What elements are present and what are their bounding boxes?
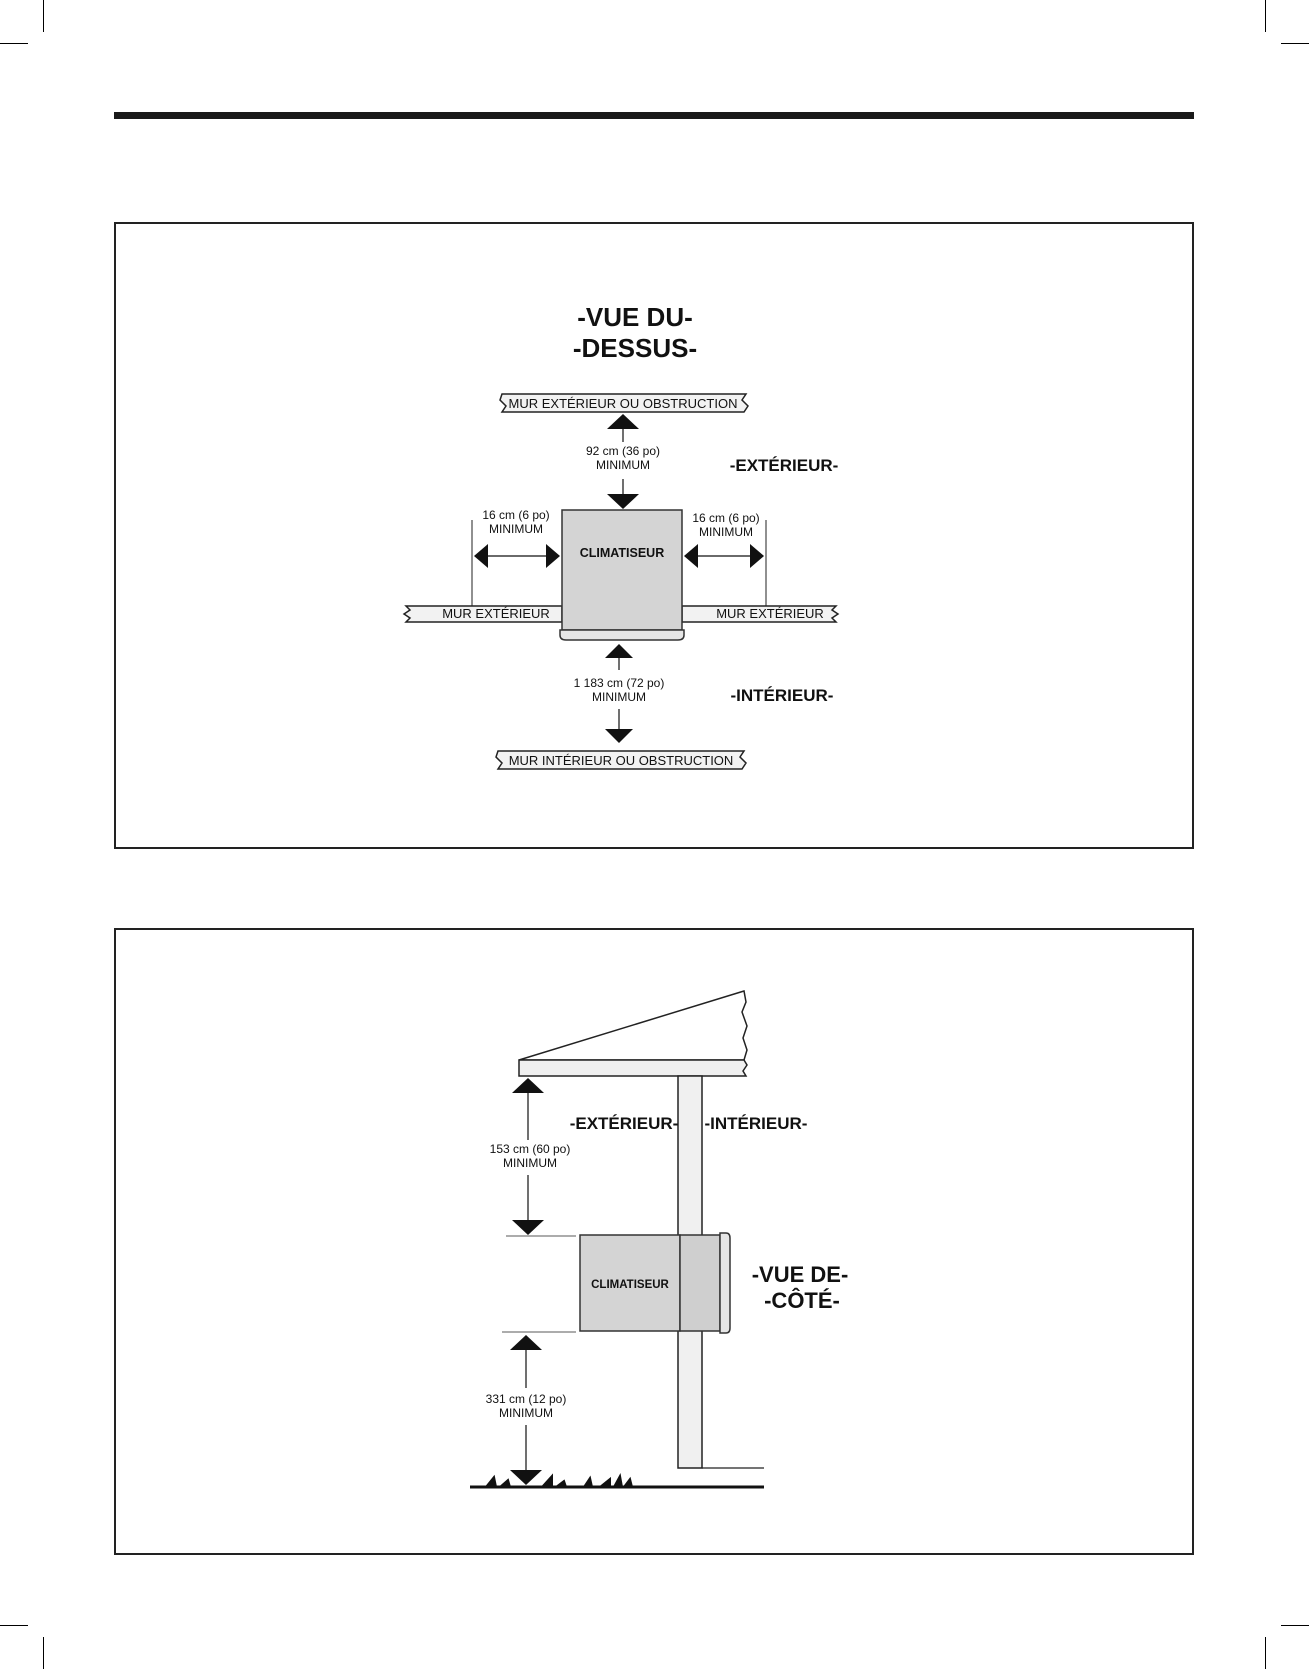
- below-clearance-dimension: 331 cm (12 po) MINIMUM: [486, 1331, 576, 1485]
- top-unit-label: CLIMATISEUR: [580, 546, 665, 560]
- bottom-clearance-dimension: 1 183 cm (72 po) MINIMUM: [574, 644, 665, 743]
- top-view-title-line2: -DESSUS-: [573, 333, 697, 363]
- right-wall-label: MUR EXTÉRIEUR: [716, 606, 824, 621]
- left-clearance-note: MINIMUM: [489, 522, 543, 536]
- top-clearance-note: MINIMUM: [596, 458, 650, 472]
- header-rule: [114, 112, 1194, 119]
- bottom-wall: MUR INTÉRIEUR OU OBSTRUCTION: [495, 750, 747, 770]
- side-view-title-line1: -VUE DE-: [752, 1262, 849, 1287]
- left-wall-label: MUR EXTÉRIEUR: [442, 606, 550, 621]
- below-clearance-value: 331 cm (12 po): [486, 1392, 567, 1406]
- crop-mark: [43, 1637, 44, 1669]
- side-unit-label: CLIMATISEUR: [591, 1279, 669, 1291]
- side-exterior-label: -EXTÉRIEUR-: [570, 1114, 679, 1133]
- right-wall: MUR EXTÉRIEUR: [681, 605, 840, 623]
- left-clearance-dimension: 16 cm (6 po) MINIMUM: [471, 508, 560, 606]
- crop-mark: [1281, 43, 1309, 44]
- top-view-diagram: -VUE DU- -DESSUS- MUR EXTÉRIEUR OU OBSTR…: [402, 302, 840, 770]
- right-clearance-dimension: 16 cm (6 po) MINIMUM: [684, 511, 767, 606]
- above-clearance-dimension: 153 cm (60 po) MINIMUM: [490, 1078, 576, 1237]
- side-view-title-line2: -CÔTÉ-: [764, 1288, 840, 1313]
- side-view-diagram: -EXTÉRIEUR- -INTÉRIEUR- 153 cm (60 po) M…: [470, 990, 849, 1489]
- above-clearance-value: 153 cm (60 po): [490, 1142, 571, 1156]
- crop-mark: [1265, 1637, 1266, 1669]
- ground: [470, 1473, 764, 1489]
- top-view-panel: -VUE DU- -DESSUS- MUR EXTÉRIEUR OU OBSTR…: [114, 222, 1194, 849]
- above-clearance-note: MINIMUM: [503, 1156, 557, 1170]
- bottom-clearance-note: MINIMUM: [592, 690, 646, 704]
- left-wall: MUR EXTÉRIEUR: [402, 605, 563, 623]
- top-view-title-line1: -VUE DU-: [577, 302, 693, 332]
- crop-mark: [43, 0, 44, 32]
- roof: [518, 990, 748, 1077]
- air-conditioner-unit: CLIMATISEUR: [559, 509, 685, 641]
- bottom-wall-label: MUR INTÉRIEUR OU OBSTRUCTION: [509, 753, 734, 768]
- side-interior-label: -INTÉRIEUR-: [705, 1114, 808, 1133]
- top-wall-label: MUR EXTÉRIEUR OU OBSTRUCTION: [509, 396, 738, 411]
- top-wall: MUR EXTÉRIEUR OU OBSTRUCTION: [499, 393, 749, 413]
- right-clearance-note: MINIMUM: [699, 525, 753, 539]
- air-conditioner-unit-side: CLIMATISEUR: [579, 1232, 731, 1334]
- side-view-panel: -EXTÉRIEUR- -INTÉRIEUR- 153 cm (60 po) M…: [114, 928, 1194, 1555]
- bottom-clearance-value: 1 183 cm (72 po): [574, 676, 665, 690]
- right-clearance-value: 16 cm (6 po): [692, 511, 759, 525]
- top-interior-label: -INTÉRIEUR-: [731, 686, 834, 705]
- top-clearance-dimension: 92 cm (36 po) MINIMUM: [586, 414, 660, 509]
- left-clearance-value: 16 cm (6 po): [482, 508, 549, 522]
- crop-mark: [0, 1625, 28, 1626]
- crop-mark: [1281, 1625, 1309, 1626]
- top-exterior-label: -EXTÉRIEUR-: [730, 456, 839, 475]
- top-clearance-value: 92 cm (36 po): [586, 444, 660, 458]
- crop-mark: [1265, 0, 1266, 32]
- crop-mark: [0, 43, 28, 44]
- below-clearance-note: MINIMUM: [499, 1406, 553, 1420]
